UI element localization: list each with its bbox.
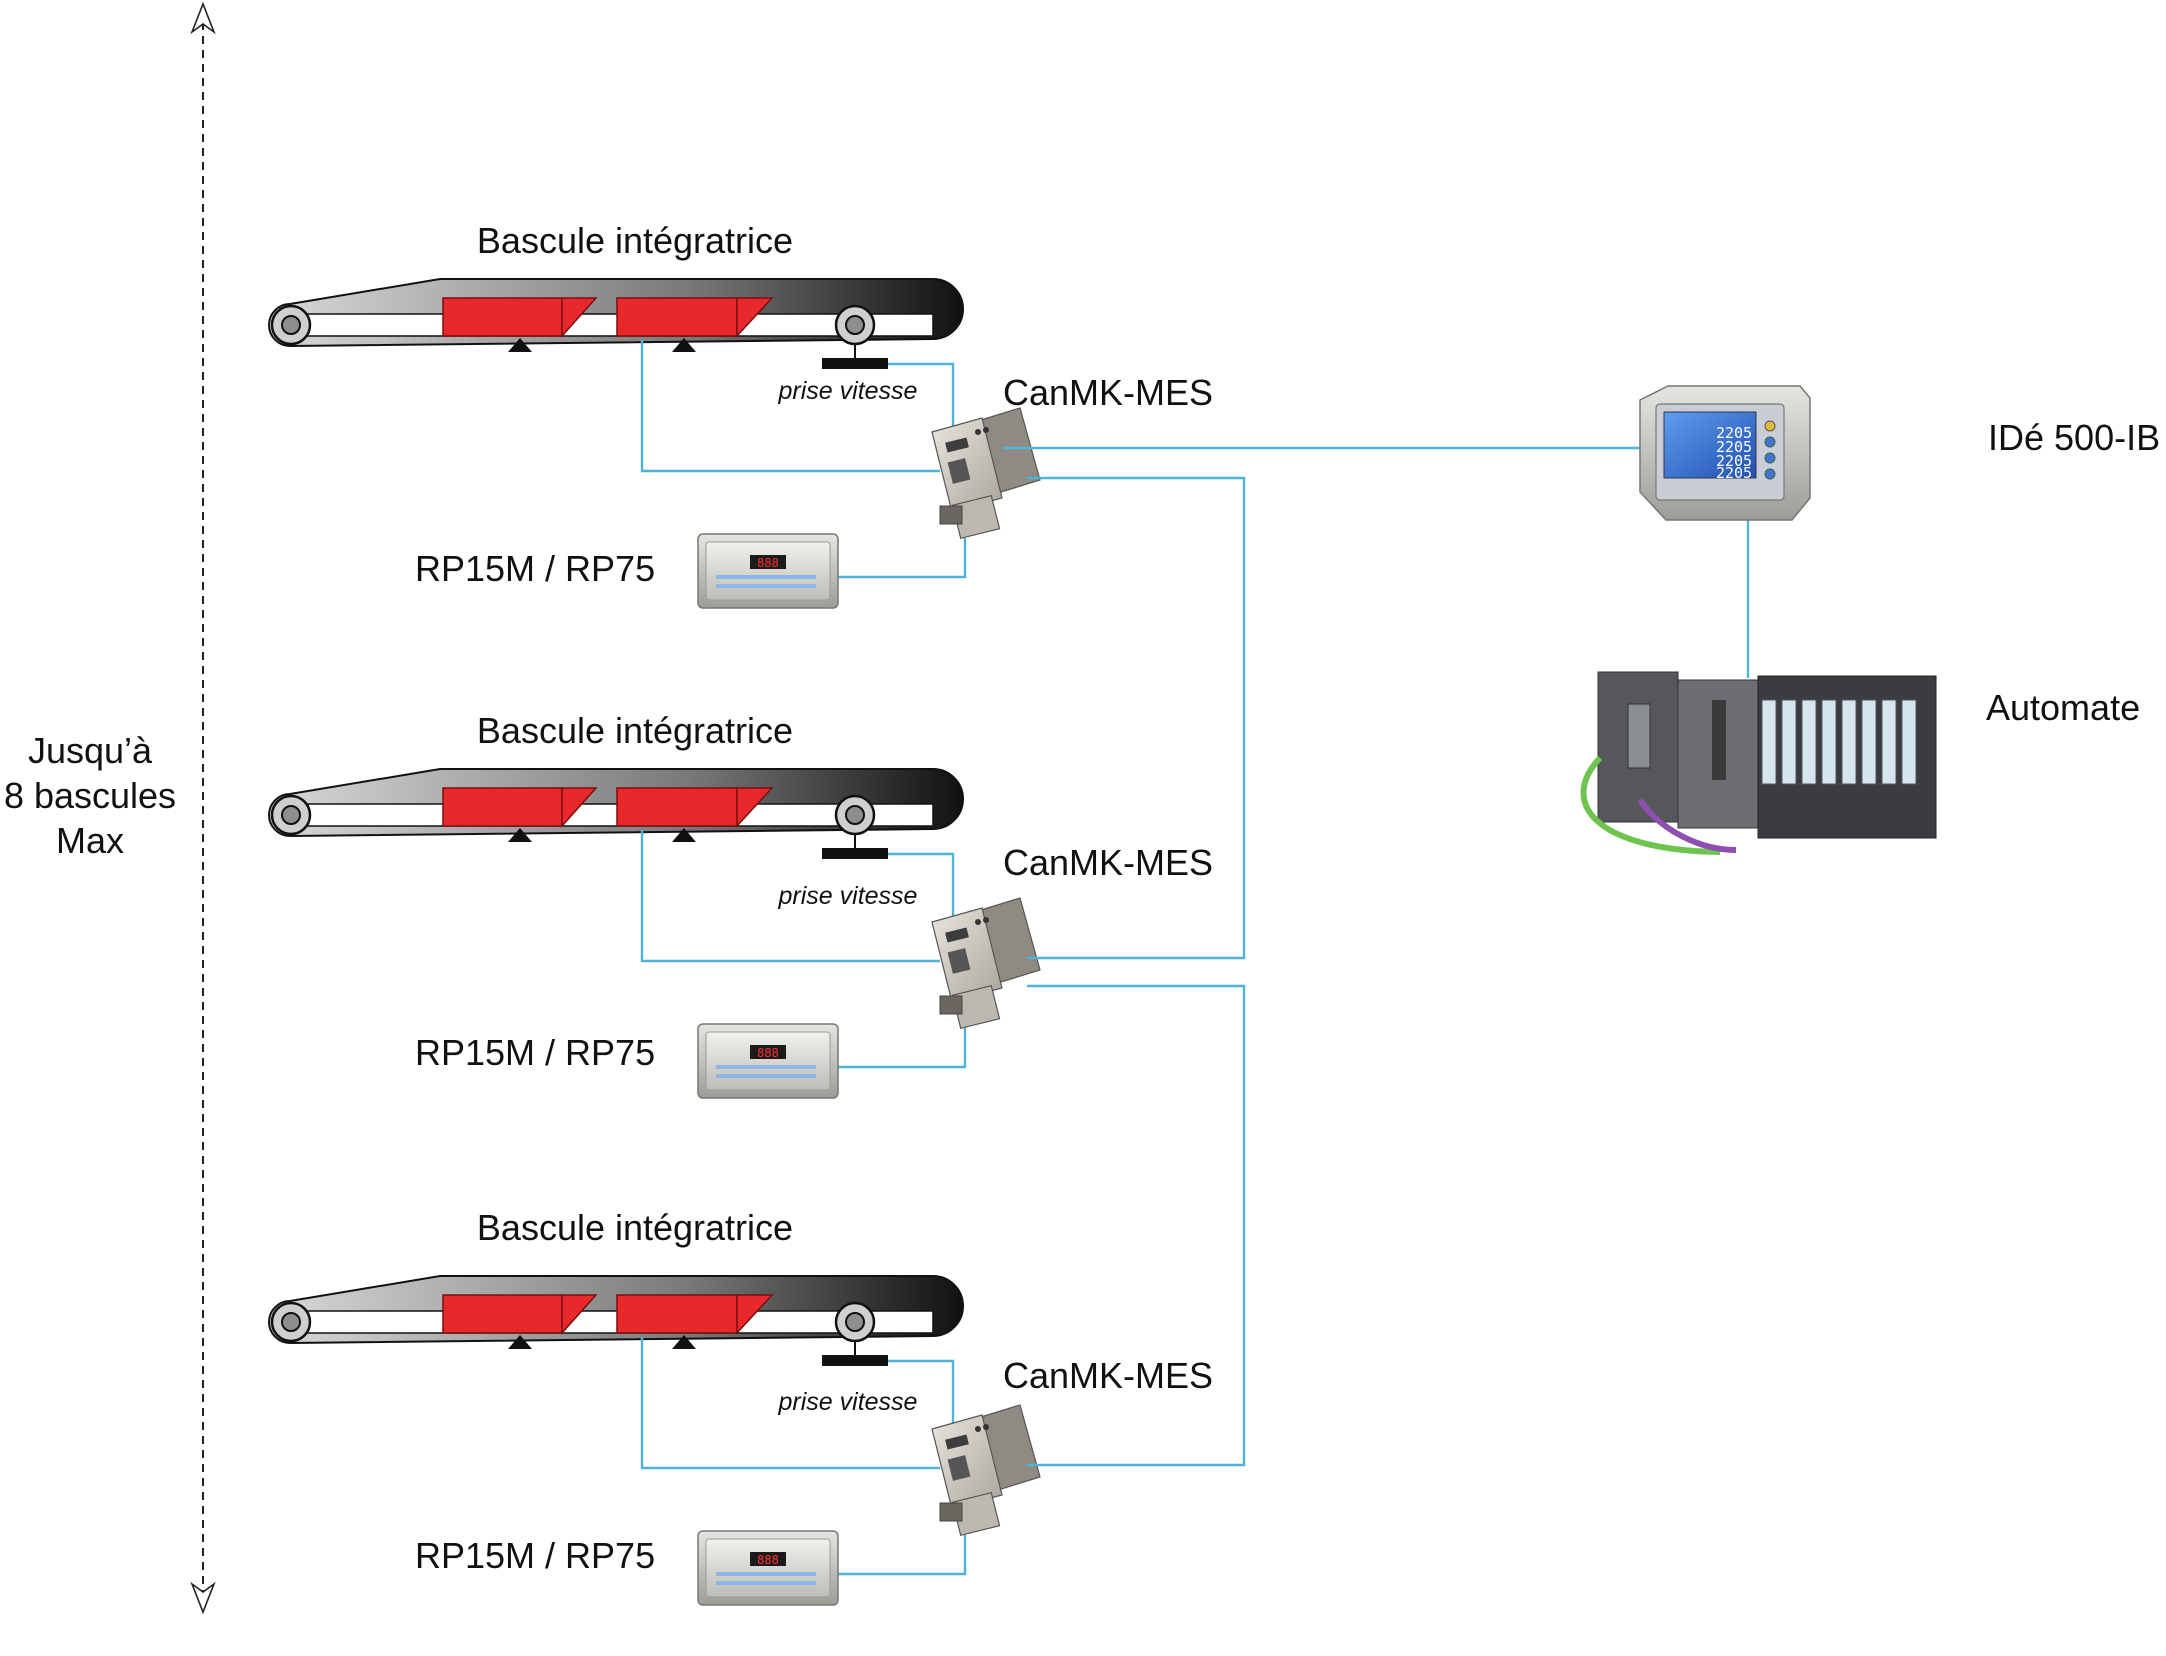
speed-label-3: prise vitesse: [778, 1388, 918, 1416]
module-label-1: CanMK-MES: [1003, 372, 1213, 413]
side-label-line1: Jusqu’à: [28, 730, 153, 771]
module-label-3: CanMK-MES: [1003, 1355, 1213, 1396]
range-arrow-bottom-icon: [190, 1581, 216, 1615]
ide-500-ib-controller: 2205 2205 2205 2205: [1639, 385, 1811, 521]
weighing-unit-2: Bascule intégratrice prise vitesse CanMK…: [267, 710, 1213, 1100]
display-digits-1: 888: [757, 556, 779, 570]
bus-unit2-unit3: [1027, 984, 1246, 1467]
side-label-line2: 8 bascules: [4, 775, 176, 816]
side-label-line3: Max: [56, 820, 124, 861]
weighing-unit-1: Bascule intégratrice prise vitesse CanMK…: [267, 220, 1213, 610]
bus-unit1-unit2: [1027, 476, 1246, 960]
display-digits-3: 888: [757, 1553, 779, 1567]
screen-value-1: 2205: [1716, 424, 1752, 442]
plc-rack: [1580, 671, 1937, 855]
range-arrow-top-icon: [190, 1, 216, 35]
display-label-1: RP15M / RP75: [415, 548, 655, 589]
speed-label-2: prise vitesse: [778, 882, 918, 910]
display-label-3: RP15M / RP75: [415, 1535, 655, 1576]
ide-controller-label: IDé 500-IB: [1988, 417, 2160, 458]
belt-label-1: Bascule intégratrice: [477, 220, 793, 261]
display-label-2: RP15M / RP75: [415, 1032, 655, 1073]
module-label-2: CanMK-MES: [1003, 842, 1213, 883]
screen-value-4: 2205: [1716, 464, 1752, 482]
belt-label-2: Bascule intégratrice: [477, 710, 793, 751]
screen-value-3: 2205: [1716, 452, 1752, 470]
display-digits-2: 888: [757, 1046, 779, 1060]
screen-value-2: 2205: [1716, 438, 1752, 456]
speed-label-1: prise vitesse: [778, 377, 918, 405]
weighing-unit-3: Bascule intégratrice prise vitesse CanMK…: [267, 1207, 1213, 1607]
plc-label: Automate: [1986, 687, 2140, 728]
belt-label-3: Bascule intégratrice: [477, 1207, 793, 1248]
